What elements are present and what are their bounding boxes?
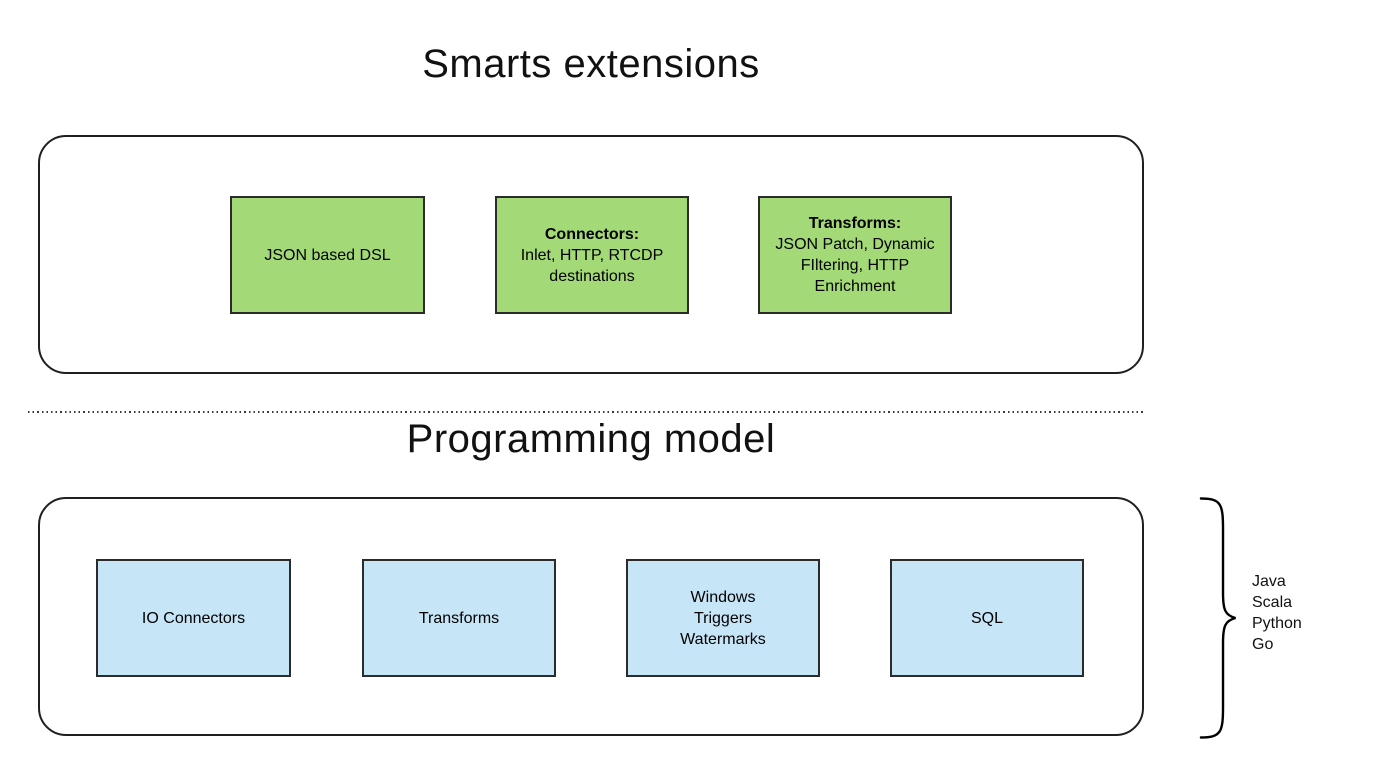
node-line: Triggers — [693, 609, 753, 627]
node-body: Transforms — [418, 609, 500, 627]
node-heading: Transforms: — [808, 215, 902, 232]
node-transforms-model: Transforms — [362, 559, 556, 677]
node-heading: Connectors: — [544, 225, 640, 243]
programming-model-title: Programming model — [406, 417, 776, 461]
node-transforms-extension: Transforms: JSON Patch, Dynamic FIlterin… — [758, 196, 952, 314]
node-line: Watermarks — [680, 630, 766, 648]
curly-brace-icon — [1199, 497, 1236, 739]
node-line: Windows — [690, 588, 756, 606]
node-windows-triggers-watermarks: Windows Triggers Watermarks — [626, 559, 820, 677]
section-divider — [28, 411, 1144, 413]
node-body: SQL — [970, 609, 1003, 627]
node-body: IO Connectors — [141, 609, 246, 627]
node-json-based-dsl: JSON based DSL — [230, 196, 425, 314]
language-item: Scala — [1252, 594, 1293, 611]
node-body: JSON Patch, Dynamic FIltering, HTTP Enri… — [775, 236, 935, 295]
node-body: JSON based DSL — [264, 246, 391, 264]
language-item: Python — [1252, 615, 1302, 632]
node-body: Inlet, HTTP, RTCDP destinations — [520, 246, 664, 285]
node-sql: SQL — [890, 559, 1084, 677]
language-item: Java — [1252, 573, 1286, 590]
node-connectors: Connectors: Inlet, HTTP, RTCDP destinati… — [495, 196, 689, 314]
node-io-connectors: IO Connectors — [96, 559, 291, 677]
smarts-extensions-title: Smarts extensions — [422, 42, 760, 86]
languages-list: Java Scala Python Go — [1252, 571, 1302, 655]
language-item: Go — [1252, 636, 1274, 653]
